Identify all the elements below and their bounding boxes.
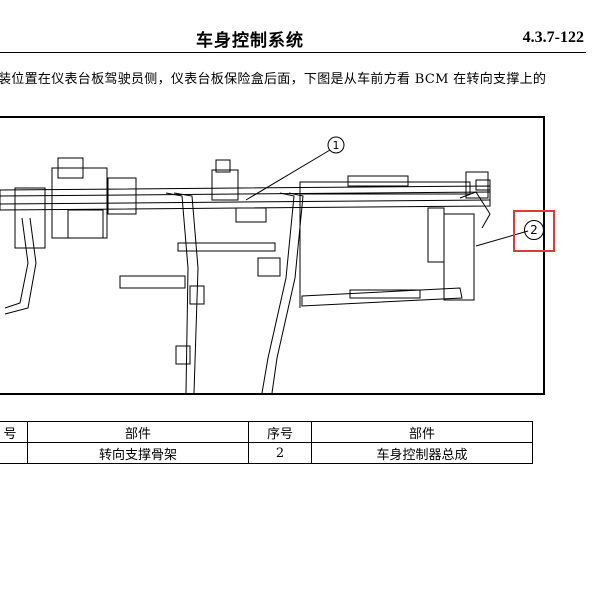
table-header-part-2: 部件 bbox=[311, 421, 533, 443]
parts-table: 号 部件 序号 部件 转向支撑骨架 2 车身控制器总成 bbox=[0, 421, 533, 464]
table-cell-index-2: 2 bbox=[248, 442, 312, 464]
table-cell-part-2: 车身控制器总成 bbox=[311, 442, 533, 464]
header-divider bbox=[0, 52, 586, 53]
table-header-row: 号 部件 序号 部件 bbox=[0, 421, 533, 443]
page-title: 车身控制系统 bbox=[196, 31, 304, 51]
table-row: 转向支撑骨架 2 车身控制器总成 bbox=[0, 442, 533, 464]
callout-2-label: 2 bbox=[524, 220, 544, 240]
callout-1-label: 1 bbox=[333, 139, 340, 152]
table-cell-part-1: 转向支撑骨架 bbox=[27, 442, 249, 464]
steering-support-drawing: 1 bbox=[0, 136, 529, 393]
table-header-part-1: 部件 bbox=[27, 421, 249, 443]
body-paragraph: 装位置在仪表台板驾驶员侧，仪表台板保险盒后面，下图是从车前方看 BCM 在转向支… bbox=[0, 72, 547, 87]
figure-steering-support: 1 bbox=[0, 116, 545, 395]
callout-1-circle bbox=[327, 136, 345, 154]
table-header-index-2: 序号 bbox=[248, 421, 312, 443]
bcm-callout-highlight: 2 bbox=[513, 210, 555, 252]
section-code: 4.3.7-122 bbox=[522, 29, 584, 46]
table-cell-index-1 bbox=[0, 442, 28, 464]
table-header-index-1: 号 bbox=[0, 421, 28, 443]
